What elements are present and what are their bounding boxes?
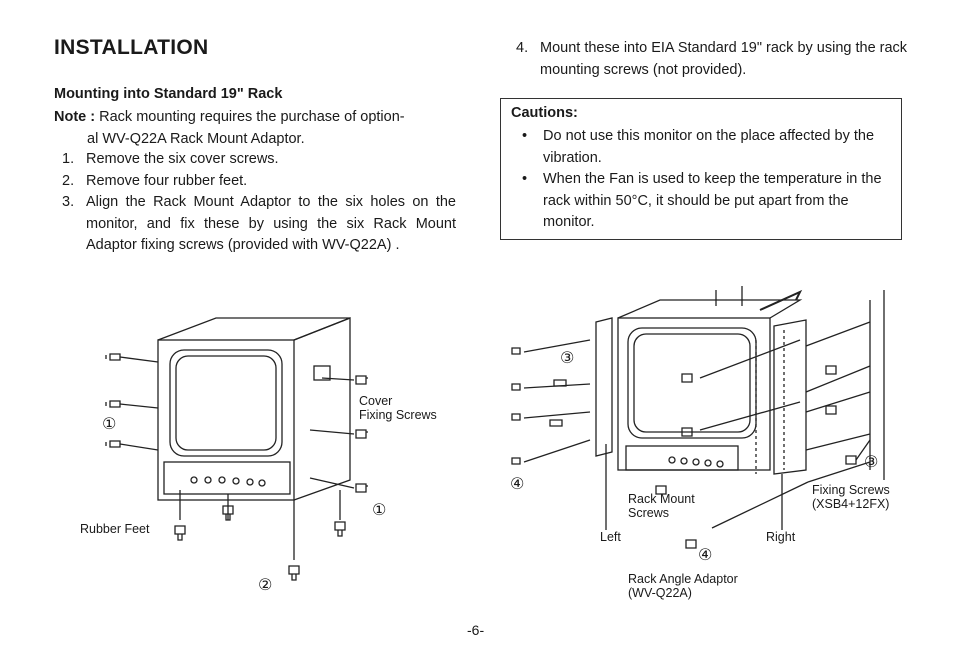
control-knob — [204, 476, 212, 484]
control-knob — [258, 479, 266, 487]
side-connector — [313, 365, 331, 381]
right-steps-list: 4. Mount these into EIA Standard 19" rack… — [508, 38, 908, 81]
note-paragraph: Note : Rack mounting requires the purcha… — [54, 107, 464, 150]
page-heading: INSTALLATION — [54, 36, 209, 59]
cautions-list: • Do not use this monitor on the place af… — [511, 126, 897, 234]
step-text: Mount these into EIA Standard 19" rack b… — [540, 40, 908, 78]
control-knob — [232, 477, 240, 485]
control-knob — [246, 478, 254, 486]
rack-mount-screws-label: Rack Mount Screws — [628, 492, 695, 520]
cautions-title: Cautions: — [511, 105, 578, 121]
rack-angle-right — [773, 319, 807, 475]
note-text-line-2: al WV-Q22A Rack Mount Adaptor. — [87, 130, 305, 147]
step-item: 1. Remove the six cover screws. — [54, 149, 456, 171]
rack-monitor-front — [617, 317, 771, 471]
monitor-screen — [169, 349, 283, 457]
monitor-screen-inner — [175, 355, 277, 451]
monitor-side-face — [293, 317, 351, 501]
step-text: Remove the six cover screws. — [86, 151, 279, 167]
caution-text: When the Fan is used to keep the tempera… — [543, 171, 882, 230]
left-label: Left — [600, 530, 621, 544]
step-number: 3. — [62, 194, 75, 210]
right-label: Right — [766, 530, 796, 544]
note-label: Note : — [54, 109, 96, 125]
callout-3-left: ③ — [560, 350, 575, 367]
callout-1-left: ① — [102, 416, 117, 433]
control-knob — [218, 476, 226, 484]
rack-monitor-screen — [627, 327, 757, 439]
bullet-icon: • — [522, 171, 528, 187]
note-text-line-1: Rack mounting requires the purchase of o… — [99, 109, 405, 125]
control-knob — [190, 476, 198, 484]
step-item: 4. Mount these into EIA Standard 19" rack… — [508, 38, 908, 81]
rack-monitor-panel — [625, 445, 739, 471]
callout-3-right: ③ — [864, 454, 879, 471]
step-item: 3. Align the Rack Mount Adaptor to the si… — [54, 192, 456, 257]
callout-4-bottom: ④ — [698, 547, 713, 564]
left-steps-list: 1. Remove the six cover screws. 2. Remove … — [54, 149, 456, 257]
caution-text: Do not use this monitor on the place aff… — [543, 128, 875, 166]
fixing-screws-label: Fixing Screws (XSB4+12FX) — [812, 483, 890, 511]
step-number: 2. — [62, 172, 75, 189]
section-subheading: Mounting into Standard 19" Rack — [54, 86, 283, 102]
rubber-feet-label: Rubber Feet — [80, 522, 150, 536]
step-text: Remove four rubber feet. — [86, 172, 248, 189]
page-number: -6- — [467, 622, 485, 638]
step-text: Align the Rack Mount Adaptor to the six … — [86, 194, 456, 253]
step-item: 2. Remove four rubber feet. — [54, 171, 456, 193]
callout-1-right: ① — [372, 502, 387, 519]
bullet-icon: • — [522, 128, 528, 144]
cover-screws-label: Cover Fixing Screws — [359, 394, 437, 422]
step-number: 4. — [516, 40, 529, 56]
callout-4-left: ④ — [510, 476, 525, 493]
step-number: 1. — [62, 151, 75, 167]
caution-item: • When the Fan is used to keep the temper… — [511, 169, 897, 234]
monitor-control-panel — [163, 461, 291, 495]
monitor-front-face — [157, 339, 295, 501]
rack-angle-left — [595, 317, 613, 457]
cautions-box: Cautions: • Do not use this monitor on th… — [500, 98, 902, 240]
caution-item: • Do not use this monitor on the place af… — [511, 126, 897, 169]
callout-2: ② — [258, 577, 273, 594]
rack-angle-adaptor-label: Rack Angle Adaptor (WV-Q22A) — [628, 572, 738, 600]
